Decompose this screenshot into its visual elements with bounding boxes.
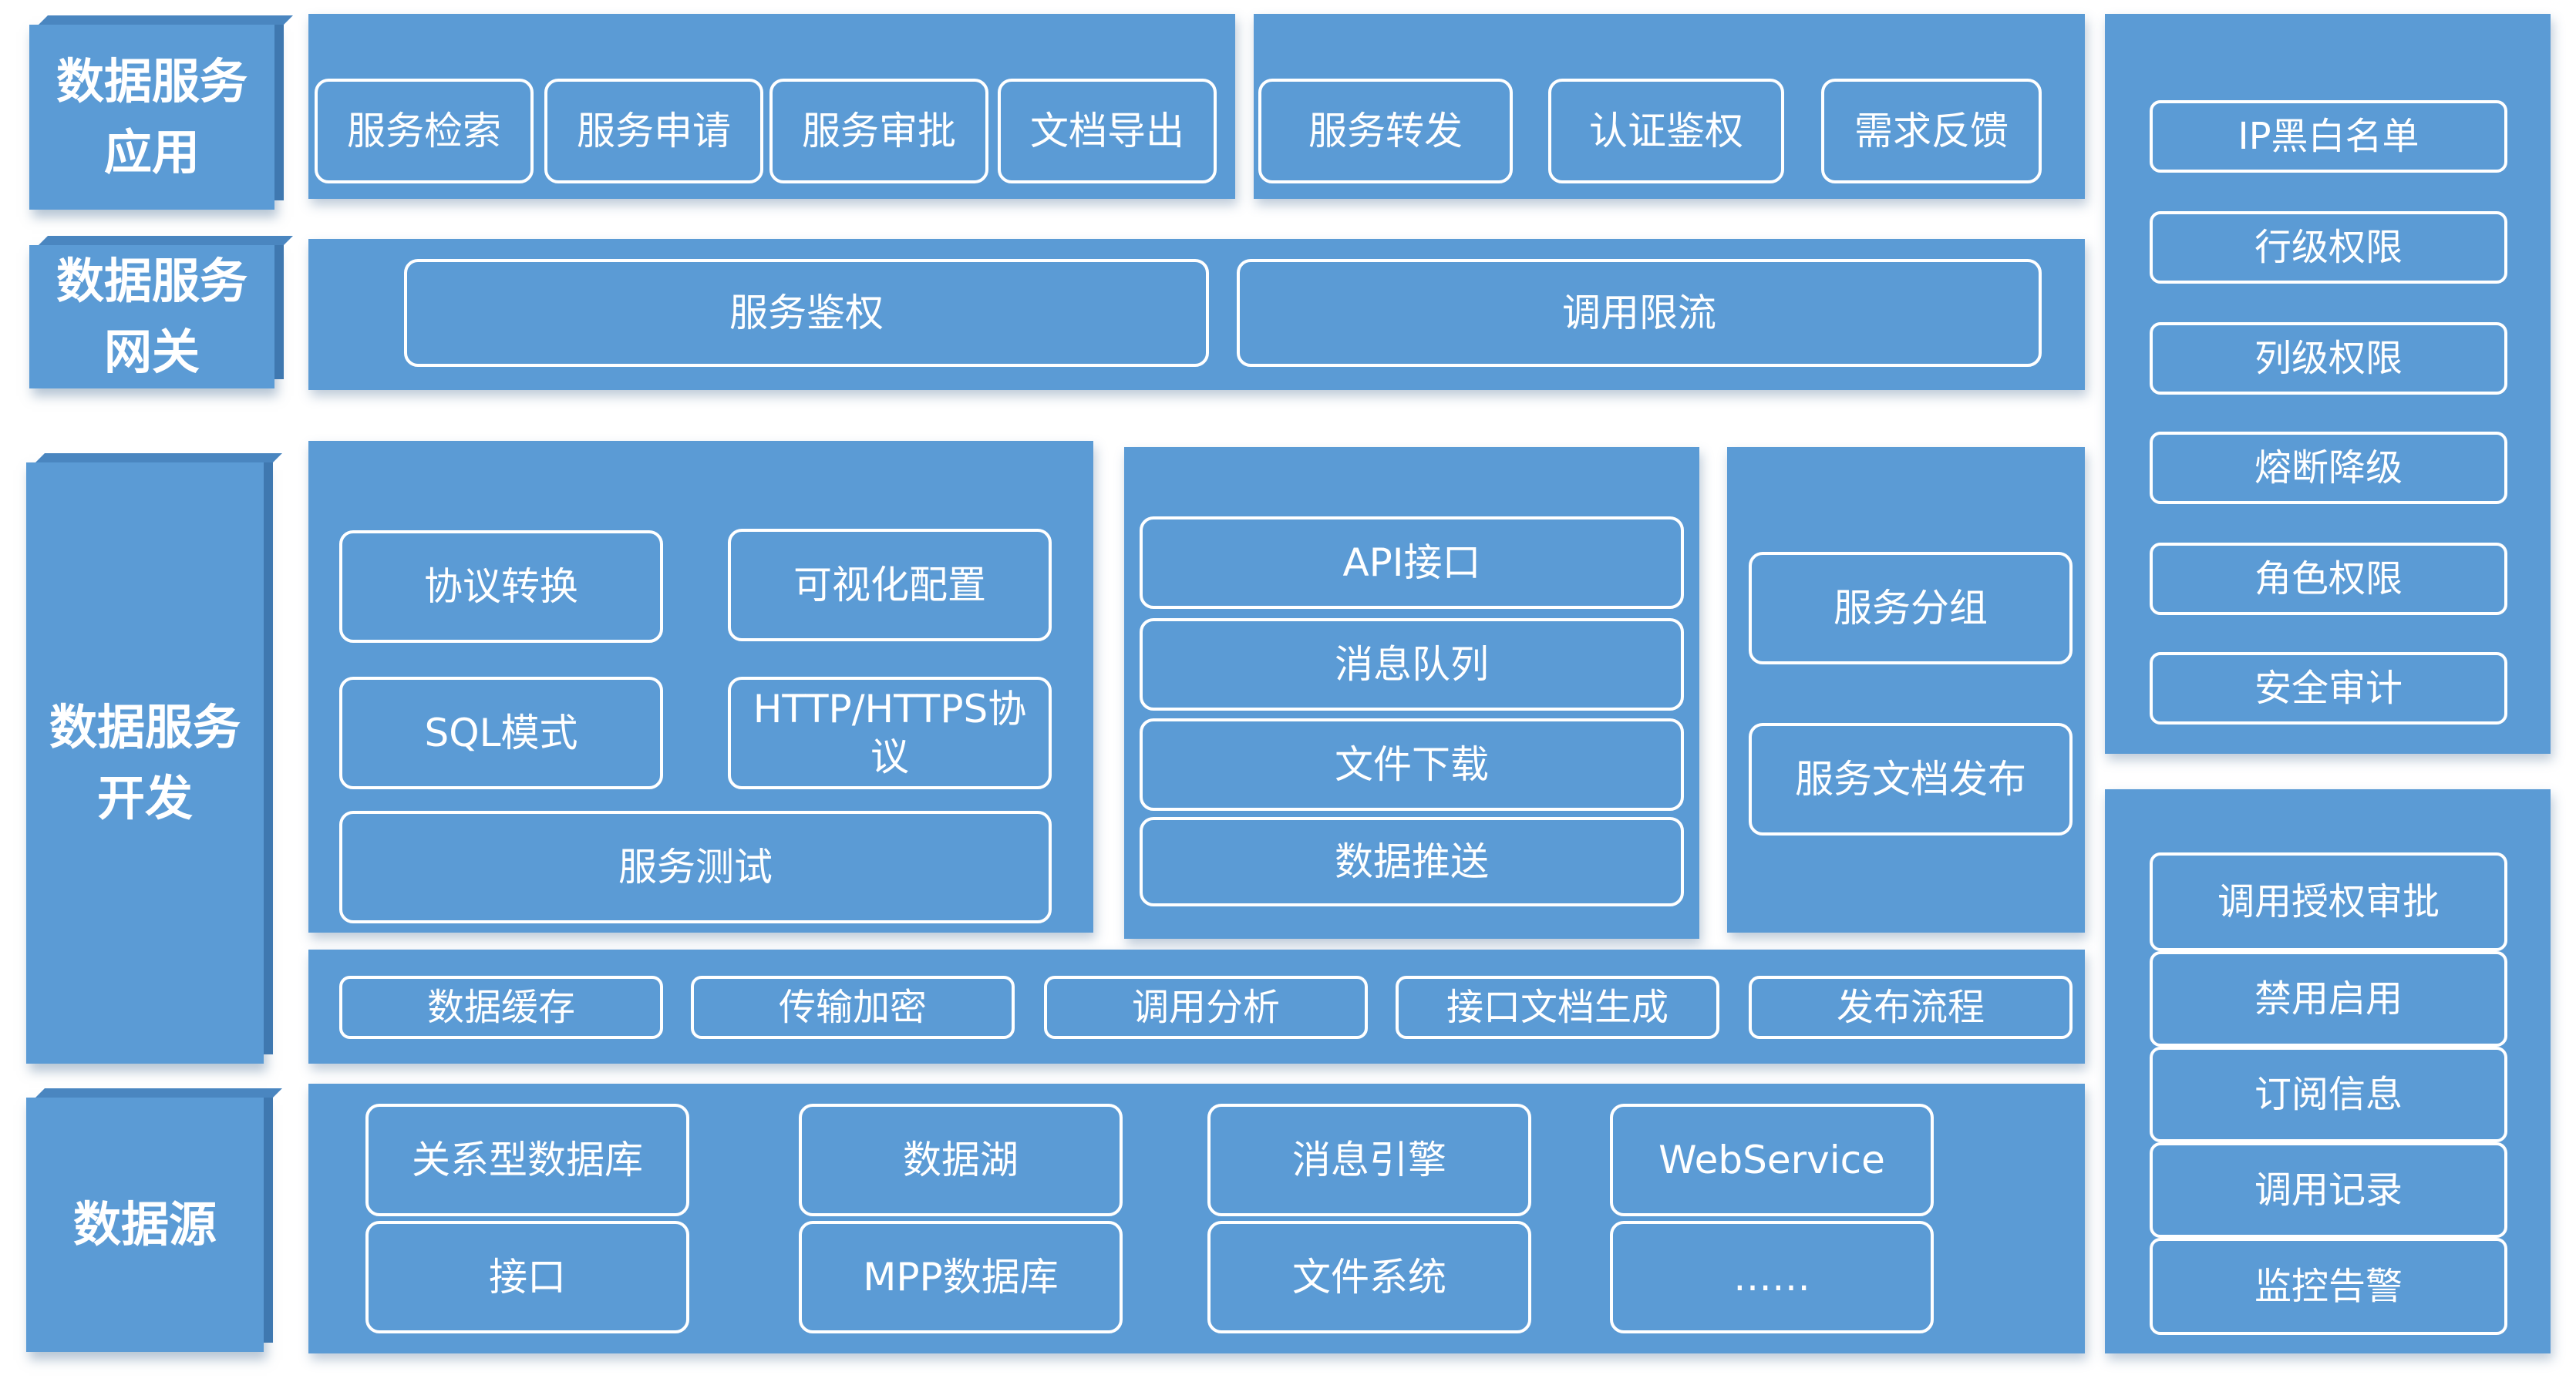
- dev-doc-publish[interactable]: 服务文档发布: [1749, 723, 2073, 836]
- layer-label-gateway: 数据服务 网关: [29, 245, 284, 388]
- dev-service-group[interactable]: 服务分组: [1749, 552, 2073, 664]
- app-auth[interactable]: 认证鉴权: [1548, 79, 1784, 183]
- mgmt-enable-disable[interactable]: 禁用启用: [2150, 951, 2507, 1047]
- security-column-permission[interactable]: 列级权限: [2150, 322, 2507, 395]
- security-row-permission[interactable]: 行级权限: [2150, 211, 2507, 284]
- app-service-forward[interactable]: 服务转发: [1258, 79, 1513, 183]
- dev-call-analysis[interactable]: 调用分析: [1044, 976, 1368, 1039]
- security-audit[interactable]: 安全审计: [2150, 652, 2507, 725]
- dev-transport-encrypt[interactable]: 传输加密: [691, 976, 1015, 1039]
- dev-visual-config[interactable]: 可视化配置: [728, 529, 1052, 641]
- dev-data-push[interactable]: 数据推送: [1140, 817, 1684, 906]
- dev-publish-flow[interactable]: 发布流程: [1749, 976, 2073, 1039]
- source-more[interactable]: ……: [1610, 1221, 1934, 1333]
- app-feedback[interactable]: 需求反馈: [1821, 79, 2042, 183]
- dev-data-cache[interactable]: 数据缓存: [339, 976, 663, 1039]
- app-doc-export[interactable]: 文档导出: [998, 79, 1217, 183]
- dev-message-queue[interactable]: 消息队列: [1140, 618, 1684, 711]
- gateway-rate-limit[interactable]: 调用限流: [1237, 259, 2042, 367]
- dev-sql-mode[interactable]: SQL模式: [339, 677, 663, 789]
- source-relational-db[interactable]: 关系型数据库: [365, 1104, 689, 1216]
- gateway-service-auth[interactable]: 服务鉴权: [404, 259, 1209, 367]
- layer-label-development: 数据服务 开发: [26, 462, 273, 1064]
- dev-service-test[interactable]: 服务测试: [339, 811, 1052, 923]
- app-service-approve[interactable]: 服务审批: [769, 79, 988, 183]
- mgmt-subscription[interactable]: 订阅信息: [2150, 1047, 2507, 1142]
- source-mpp-db[interactable]: MPP数据库: [799, 1221, 1123, 1333]
- source-message-engine[interactable]: 消息引擎: [1207, 1104, 1531, 1216]
- dev-api-doc-gen[interactable]: 接口文档生成: [1396, 976, 1719, 1039]
- security-circuit-breaker[interactable]: 熔断降级: [2150, 432, 2507, 504]
- mgmt-call-records[interactable]: 调用记录: [2150, 1142, 2507, 1238]
- development-publish-panel: [1727, 447, 2085, 933]
- mgmt-authorize-approve[interactable]: 调用授权审批: [2150, 852, 2507, 951]
- dev-http-protocol[interactable]: HTTP/HTTPS协议: [728, 677, 1052, 789]
- dev-api-interface[interactable]: API接口: [1140, 516, 1684, 609]
- app-service-apply[interactable]: 服务申请: [544, 79, 763, 183]
- source-data-lake[interactable]: 数据湖: [799, 1104, 1123, 1216]
- source-file-system[interactable]: 文件系统: [1207, 1221, 1531, 1333]
- layer-label-source: 数据源: [26, 1098, 273, 1352]
- source-interface[interactable]: 接口: [365, 1221, 689, 1333]
- security-ip-list[interactable]: IP黑白名单: [2150, 100, 2507, 173]
- security-role-permission[interactable]: 角色权限: [2150, 543, 2507, 615]
- dev-protocol-convert[interactable]: 协议转换: [339, 530, 663, 643]
- layer-label-application: 数据服务 应用: [29, 25, 284, 210]
- dev-file-download[interactable]: 文件下载: [1140, 718, 1684, 811]
- app-service-search[interactable]: 服务检索: [315, 79, 534, 183]
- mgmt-monitor-alert[interactable]: 监控告警: [2150, 1238, 2507, 1335]
- source-webservice[interactable]: WebService: [1610, 1104, 1934, 1216]
